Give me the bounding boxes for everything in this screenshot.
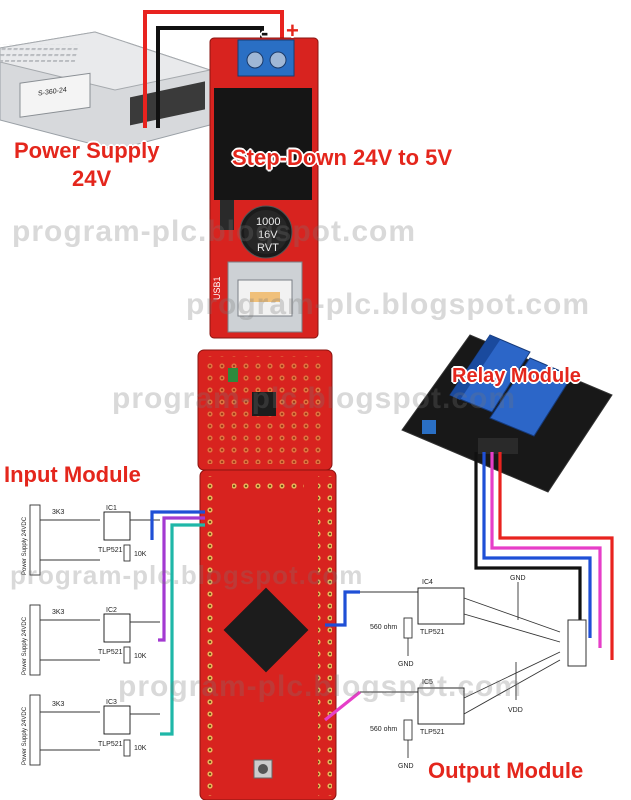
output-connector [567, 619, 587, 667]
ic2-part: TLP521 [98, 649, 123, 656]
ic3-part: TLP521 [98, 741, 123, 748]
ic4-gnd: GND [398, 661, 414, 668]
input-module-label: Input Module [4, 462, 141, 487]
relay-module-label: Relay Module [452, 365, 581, 387]
terminal-plus-label: + [286, 18, 299, 43]
watermark-1: program-plc.blogspot.com [12, 215, 417, 248]
output-module-schematic [360, 582, 561, 758]
output-rail-vdd: VDD [508, 707, 523, 714]
step-down-board [209, 37, 319, 339]
input-module-schematic [29, 504, 160, 766]
ic5-gnd: GND [398, 763, 414, 770]
ic5-part: TLP521 [420, 729, 445, 736]
ic3-r2: 10K [134, 745, 147, 752]
power-supply-unit: S-360-24 [0, 31, 212, 151]
ic1-r2: 10K [134, 551, 147, 558]
watermark-5: program-plc.blogspot.com [118, 670, 523, 703]
ic2-r1: 3K3 [52, 609, 65, 616]
output-wires [324, 590, 361, 722]
terminal-minus-label: - [261, 20, 269, 45]
power-supply-brand: S-360-24 [38, 87, 67, 98]
ic3-supply: Power Supply 24VDC [22, 706, 28, 765]
ic5-resistor: 560 ohm [370, 726, 397, 733]
watermark-4: program-plc.blogspot.com [10, 560, 364, 590]
ic1-supply: Power Supply 24VDC [22, 516, 28, 575]
ic1-r1: 3K3 [52, 509, 65, 516]
ic3-r1: 3K3 [52, 701, 65, 708]
output-rail-gnd: GND [510, 575, 526, 582]
usb-label: USB1 [212, 276, 222, 300]
microcontroller-board-main [199, 469, 337, 800]
capacitor-label-2: 16V [258, 229, 278, 241]
psu-to-stepdown-wires [143, 10, 284, 128]
power-supply-label-line2: 24V [72, 166, 112, 191]
ic1-label: IC1 [106, 505, 117, 512]
ic5-label: IC5 [422, 679, 433, 686]
ic1-part: TLP521 [98, 547, 123, 554]
capacitor-label-3: RVT [257, 242, 279, 254]
ic4-resistor: 560 ohm [370, 624, 397, 631]
ic3-label: IC3 [106, 699, 117, 706]
microcontroller-board-upper [197, 349, 333, 471]
ic2-label: IC2 [106, 607, 117, 614]
ic4-part: TLP521 [420, 629, 445, 636]
watermark-3: program-plc.blogspot.com [112, 382, 517, 415]
relay-wires [474, 452, 614, 660]
power-supply-label-line1: Power Supply [14, 138, 160, 163]
capacitor-label-1: 1000 [256, 216, 280, 228]
watermark-2: program-plc.blogspot.com [186, 288, 591, 321]
step-down-label: Step-Down 24V to 5V [232, 145, 453, 170]
input-wires [150, 510, 205, 736]
ic2-supply: Power Supply 24VDC [22, 616, 28, 675]
ic2-r2: 10K [134, 653, 147, 660]
output-module-label: Output Module [428, 758, 584, 783]
ic4-label: IC4 [422, 579, 433, 586]
